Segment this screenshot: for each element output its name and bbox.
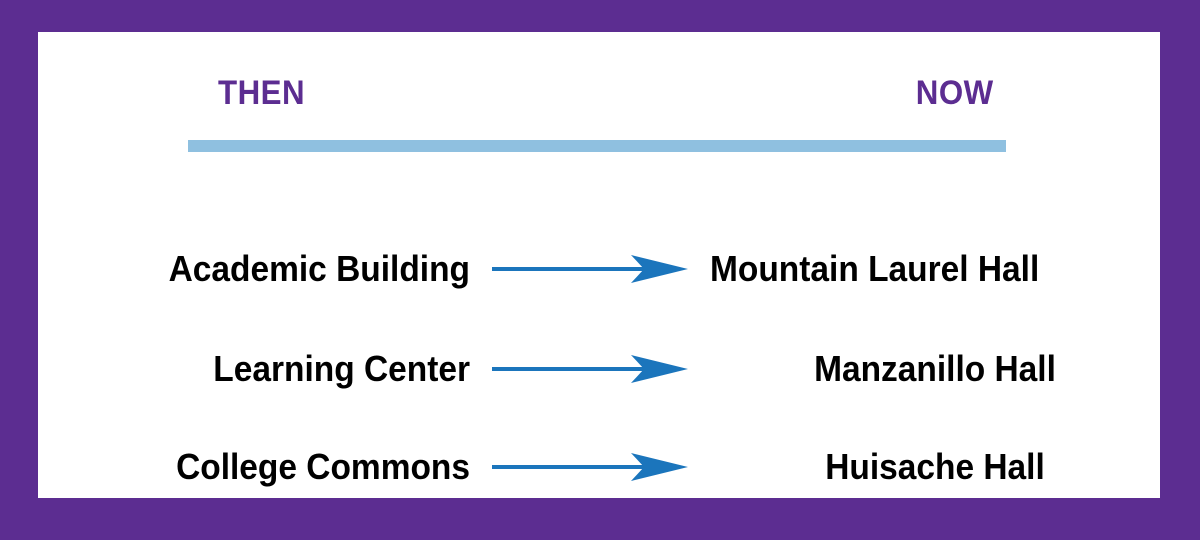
column-header-now: NOW	[916, 74, 994, 112]
old-name-label: Academic Building	[168, 248, 470, 289]
table-row: Learning Center Manzanillo Hall	[38, 337, 1160, 401]
new-name-label: Mountain Laurel Hall	[710, 248, 1040, 289]
new-name-label: Manzanillo Hall	[814, 348, 1056, 389]
old-name-label: College Commons	[176, 446, 470, 487]
table-header: THEN NOW	[38, 32, 1160, 162]
arrow-right-icon	[470, 447, 710, 487]
content-card: THEN NOW Academic Building Mountain Laur…	[38, 32, 1160, 498]
rename-list: Academic Building Mountain Laurel Hall L…	[38, 162, 1160, 498]
arrow-right-icon	[470, 249, 710, 289]
column-header-then: THEN	[218, 74, 305, 112]
new-name-label: Huisache Hall	[825, 446, 1045, 487]
header-divider	[188, 140, 1006, 152]
arrow-right-icon	[470, 349, 710, 389]
table-row: College Commons Huisache Hall	[38, 435, 1160, 499]
old-name-label: Learning Center	[213, 348, 470, 389]
table-row: Academic Building Mountain Laurel Hall	[38, 237, 1160, 301]
